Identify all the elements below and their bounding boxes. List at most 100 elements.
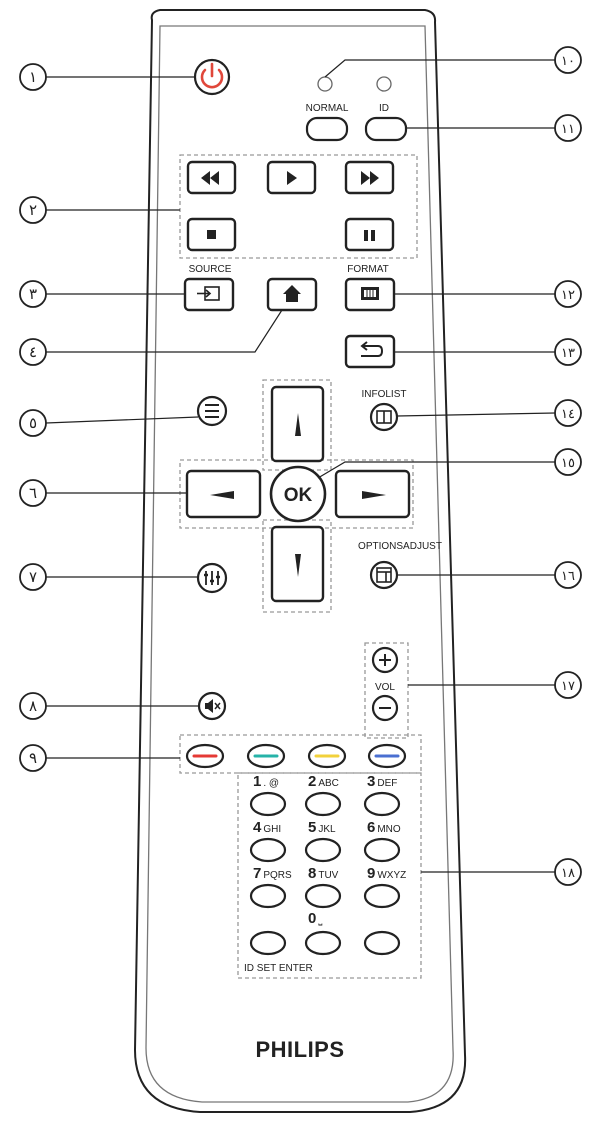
red-color-button[interactable] bbox=[185, 743, 225, 769]
mute-button[interactable] bbox=[197, 691, 227, 721]
stop-icon bbox=[207, 230, 216, 239]
back-button[interactable] bbox=[344, 334, 396, 369]
nav-up-button[interactable] bbox=[270, 385, 325, 463]
svg-text:٤: ٤ bbox=[29, 344, 37, 361]
svg-text:١: ١ bbox=[29, 69, 37, 86]
source-button[interactable] bbox=[183, 277, 235, 312]
nav-horizontal-group-box bbox=[179, 459, 414, 529]
brand-logo-text: PHILIPS bbox=[255, 1037, 344, 1062]
svg-text:١٤: ١٤ bbox=[561, 406, 575, 421]
callout-18: ١٨ bbox=[554, 858, 582, 886]
mute-icon bbox=[205, 699, 221, 713]
svg-text:٨: ٨ bbox=[29, 698, 37, 715]
id-button[interactable] bbox=[364, 116, 408, 142]
color-keys bbox=[185, 743, 407, 769]
svg-text:١٣: ١٣ bbox=[561, 345, 575, 360]
callout-14: ١٤ bbox=[554, 399, 582, 427]
leader-lines bbox=[45, 59, 556, 873]
format-button[interactable] bbox=[344, 277, 396, 312]
svg-text:١٦: ١٦ bbox=[561, 568, 575, 583]
plus-icon bbox=[379, 654, 391, 666]
remote-body-inner-edge bbox=[145, 25, 454, 1103]
callout-12: ١٢ bbox=[554, 280, 582, 308]
svg-text:٣: ٣ bbox=[29, 286, 37, 303]
infolist-button[interactable] bbox=[369, 402, 399, 432]
svg-text:١٠: ١٠ bbox=[561, 53, 575, 68]
volume-down-button[interactable] bbox=[371, 694, 399, 722]
ok-button[interactable]: OK bbox=[269, 465, 327, 523]
arrow-up-icon bbox=[295, 413, 301, 436]
options-button[interactable] bbox=[369, 560, 399, 590]
sliders-icon bbox=[204, 571, 220, 585]
options-adjust-label: OPTIONSADJUST bbox=[358, 541, 442, 552]
normal-label: NORMAL bbox=[306, 103, 349, 114]
callout-17: ١٧ bbox=[554, 671, 582, 699]
svg-text:١٨: ١٨ bbox=[561, 865, 575, 880]
callout-9: ٩ bbox=[19, 744, 47, 772]
numpad-key-1[interactable]: 1. @ bbox=[249, 773, 287, 817]
source-label: SOURCE bbox=[189, 264, 232, 275]
play-icon bbox=[287, 171, 297, 185]
playback-group-box bbox=[179, 154, 418, 259]
home-icon bbox=[283, 285, 301, 302]
ok-label: OK bbox=[284, 485, 313, 506]
callout-16: ١٦ bbox=[554, 561, 582, 589]
power-button[interactable] bbox=[193, 58, 231, 96]
infolist-label: INFOLIST bbox=[361, 389, 406, 400]
blue-color-button[interactable] bbox=[367, 743, 407, 769]
nav-right-button[interactable] bbox=[334, 469, 411, 519]
svg-text:٥: ٥ bbox=[29, 415, 37, 432]
numpad-key-label: 1. @ bbox=[253, 773, 279, 790]
numpad-key-enter[interactable] bbox=[363, 930, 401, 956]
id-led-indicator bbox=[376, 76, 392, 92]
numpad-key-0[interactable]: 0⎵ bbox=[304, 910, 342, 956]
numpad-key-id-set[interactable] bbox=[249, 930, 287, 956]
stop-button[interactable] bbox=[186, 217, 237, 252]
callout-6: ٦ bbox=[19, 479, 47, 507]
callout-2: ٢ bbox=[19, 196, 47, 224]
callout-11: ١١ bbox=[554, 114, 582, 142]
svg-text:٩: ٩ bbox=[29, 750, 37, 767]
play-button[interactable] bbox=[266, 160, 317, 195]
aspect-format-icon bbox=[361, 287, 379, 300]
callout-8: ٨ bbox=[19, 692, 47, 720]
arrow-down-icon bbox=[295, 554, 301, 577]
menu-button[interactable] bbox=[196, 395, 228, 427]
adjust-button[interactable] bbox=[196, 562, 228, 594]
nav-down-button[interactable] bbox=[270, 525, 325, 603]
pause-icon bbox=[364, 230, 375, 241]
fast-forward-button[interactable] bbox=[344, 160, 395, 195]
options-window-icon bbox=[376, 567, 392, 583]
input-source-icon bbox=[197, 286, 220, 301]
menu-icon bbox=[205, 404, 219, 418]
nav-left-button[interactable] bbox=[185, 469, 262, 519]
green-color-button[interactable] bbox=[246, 743, 286, 769]
callout-3: ٣ bbox=[19, 280, 47, 308]
normal-button[interactable] bbox=[305, 116, 349, 142]
pause-button[interactable] bbox=[344, 217, 395, 252]
yellow-color-button[interactable] bbox=[307, 743, 347, 769]
volume-up-button[interactable] bbox=[371, 646, 399, 674]
svg-text:١٧: ١٧ bbox=[561, 678, 575, 693]
rewind-button[interactable] bbox=[186, 160, 237, 195]
home-button[interactable] bbox=[266, 277, 318, 312]
color-keys-group-box bbox=[179, 734, 422, 774]
arrow-left-icon bbox=[210, 491, 234, 499]
book-icon bbox=[376, 410, 392, 424]
fast-forward-icon bbox=[361, 171, 379, 185]
